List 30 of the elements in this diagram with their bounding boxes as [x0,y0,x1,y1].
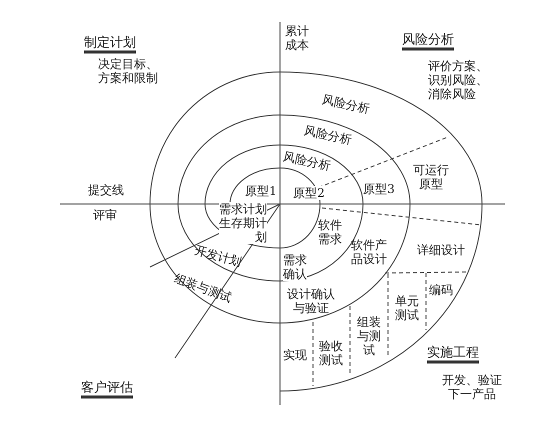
spiral-label: 验收测试 [319,339,343,367]
quadrant-note: 评价方案、识别风险、消除风险 [428,59,488,101]
spiral-label: 组装与测试 [172,271,234,305]
spiral-label: 详细设计 [417,243,465,257]
spiral-label: 原型1 [245,184,277,198]
quadrant-title: 实施工程 [427,346,479,364]
spiral-label: 风险分析 [321,92,371,116]
quadrant-title: 制定计划 [84,36,136,54]
quadrant-note: 决定目标、方案和限制 [98,57,158,85]
spiral-label: 实现 [283,348,307,362]
axis-label: 累计成本 [285,24,309,52]
spiral-label: 风险分析 [282,149,332,173]
spiral-label: 需求确认 [283,253,307,281]
spiral-label: 可运行原型 [413,163,449,191]
spiral-label: 风险分析 [303,123,353,147]
quadrant-note: 开发、验证下一产品 [442,373,502,401]
axis-label: 评审 [93,208,117,222]
quadrant-title: 风险分析 [402,34,454,50]
spiral-label: 设计确认与验证 [287,287,335,315]
spiral-label: 软件需求 [318,218,342,246]
quadrant-title: 客户评估 [81,382,133,398]
spiral-label: 组装与测试 [357,315,381,357]
spiral-label: 原型2 [293,186,325,200]
spiral-label: 单元测试 [395,294,419,322]
spiral-label: 需求计划生存期计划 [219,202,267,244]
spiral-label: 软件产品设计 [351,238,387,266]
spiral-label: 开发计划 [193,243,243,269]
spiral-label: 原型3 [363,182,395,196]
spiral-label: 编码 [429,283,453,297]
axis-label: 提交线 [88,183,124,197]
